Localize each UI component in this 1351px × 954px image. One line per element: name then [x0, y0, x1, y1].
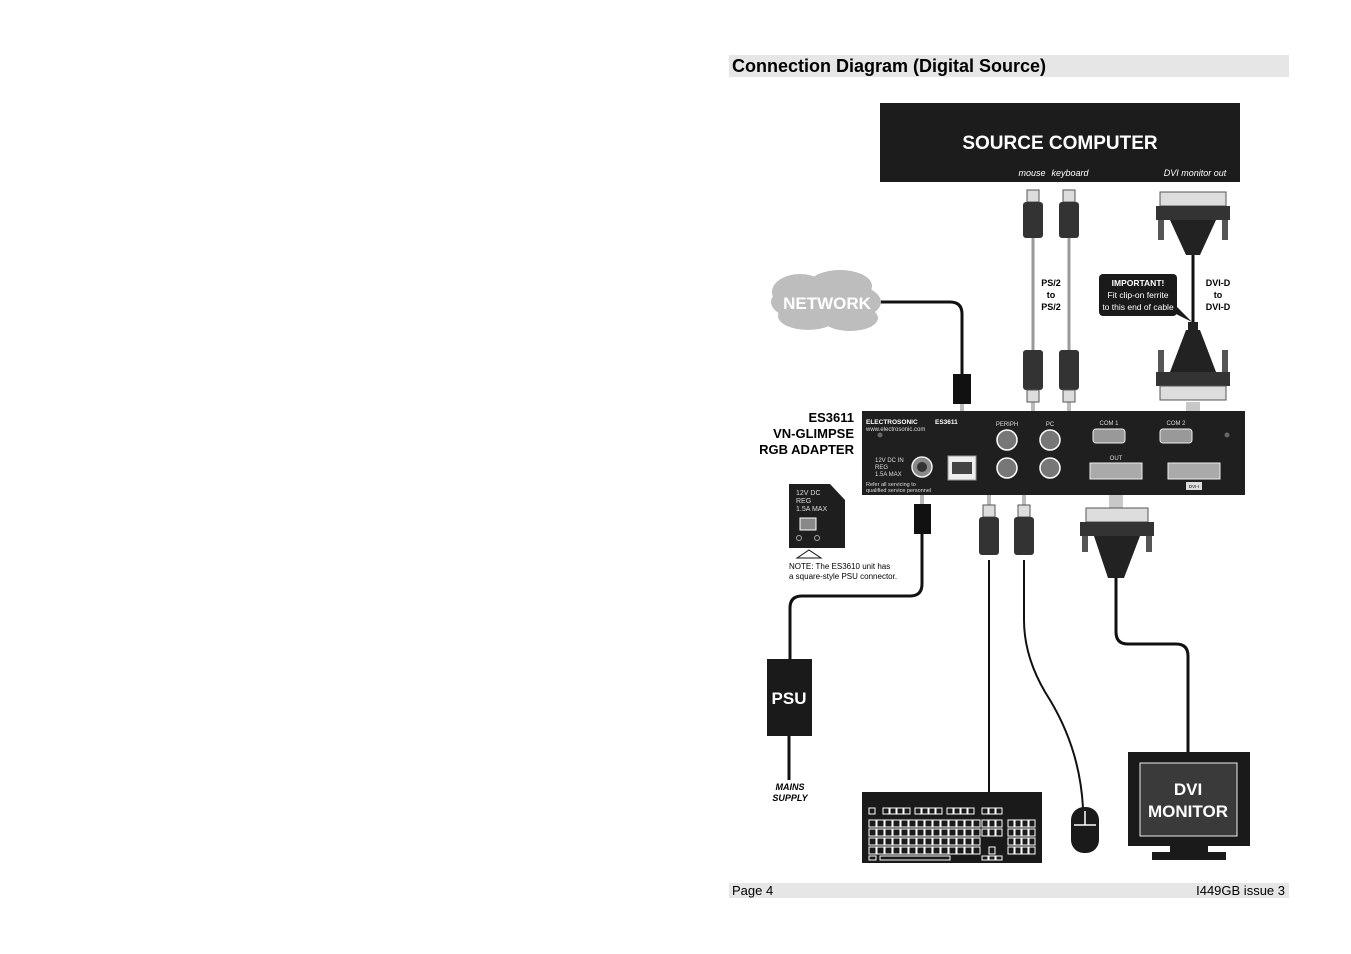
ps2-plug-keyboard-top	[1059, 189, 1079, 238]
svg-text:PS/2: PS/2	[1041, 302, 1061, 312]
svg-text:1.5A MAX: 1.5A MAX	[875, 472, 902, 478]
svg-text:DVI: DVI	[1174, 780, 1202, 799]
source-computer: SOURCE COMPUTER mouse keyboard DVI monit…	[880, 103, 1240, 182]
psu-box: PSU	[767, 659, 812, 736]
svg-text:qualified service personnel: qualified service personnel	[866, 488, 931, 494]
source-computer-title: SOURCE COMPUTER	[962, 133, 1158, 154]
psu-plug	[914, 504, 931, 534]
monitor-cable	[1114, 578, 1190, 752]
adapter-model: ES3611	[935, 419, 958, 426]
svg-text:to: to	[1047, 290, 1056, 300]
page-number: Page 4	[732, 883, 774, 898]
dvi-monitor: DVI MONITOR	[1128, 752, 1250, 860]
psu-label: PSU	[772, 689, 807, 708]
psu-cable	[788, 530, 924, 660]
svg-text:REG: REG	[875, 465, 888, 471]
ps2-plug-mouse-bottom	[1023, 350, 1043, 403]
network-label: NETWORK	[783, 294, 872, 313]
psu-inset: 12V DC REG 1.5A MAX	[789, 484, 845, 559]
port-keyboard-label: keyboard	[1051, 168, 1089, 178]
adapter-brand: ELECTROSONIC	[866, 419, 918, 426]
adapter-label: ES3611 VN-GLIMPSE RGB ADAPTER	[759, 410, 854, 457]
document-issue: I449GB issue 3	[1196, 883, 1285, 898]
port-mouse-label: mouse	[1018, 168, 1045, 178]
periph-port-bottom	[996, 457, 1018, 479]
network-plug	[953, 374, 971, 404]
dvi-cable-label: DVI-D to DVI-D	[1206, 278, 1231, 312]
keyboard-icon	[862, 792, 1042, 863]
svg-text:12V DC IN: 12V DC IN	[875, 458, 904, 464]
svg-text:NOTE: The ES3610 unit has: NOTE: The ES3610 unit has	[789, 562, 890, 571]
monitor-dvi-plug	[1080, 507, 1154, 578]
mains-supply-label: MAINS SUPPLY	[772, 782, 808, 803]
port-dvi-label: DVI monitor out	[1164, 168, 1227, 178]
svg-text:MONITOR: MONITOR	[1148, 802, 1228, 821]
svg-text:RGB ADAPTER: RGB ADAPTER	[759, 442, 854, 457]
svg-text:1.5A MAX: 1.5A MAX	[796, 506, 827, 513]
svg-text:DVI-D: DVI-D	[1206, 278, 1231, 288]
adapter-unit: ELECTROSONIC ES3611 www.electrosonic.com…	[862, 411, 1245, 495]
svg-text:12V DC: 12V DC	[796, 490, 821, 497]
svg-text:Refer all servicing to: Refer all servicing to	[866, 482, 916, 488]
important-callout: IMPORTANT! Fit clip-on ferrite to this e…	[1099, 274, 1192, 322]
svg-text:PS/2: PS/2	[1041, 278, 1061, 288]
svg-text:COM 2: COM 2	[1166, 421, 1186, 427]
keyboard-plug	[979, 504, 999, 555]
footer-bar: Page 4 I449GB issue 3	[729, 883, 1289, 898]
pc-port-bottom	[1039, 457, 1061, 479]
dvi-badge: DVI-I	[1189, 484, 1199, 489]
network-cable	[862, 300, 964, 378]
page-heading: Connection Diagram (Digital Source)	[732, 56, 1047, 76]
svg-text:SUPPLY: SUPPLY	[772, 793, 808, 803]
svg-text:VN-GLIMPSE: VN-GLIMPSE	[773, 426, 854, 441]
dvi-i-port	[1167, 462, 1221, 480]
dvi-plug-middle	[1156, 330, 1230, 401]
heading-bar: Connection Diagram (Digital Source)	[729, 55, 1289, 77]
svg-text:to this end of cable: to this end of cable	[1102, 302, 1174, 312]
mouse-plug	[1014, 504, 1034, 555]
svg-text:to: to	[1214, 290, 1223, 300]
com2-port	[1159, 428, 1193, 444]
adapter-website: www.electrosonic.com	[865, 427, 925, 433]
svg-text:OUT: OUT	[1110, 456, 1123, 462]
mouse-icon	[1071, 807, 1099, 853]
com1-port	[1092, 428, 1126, 444]
pc-port-top	[1039, 429, 1061, 451]
svg-text:DVI-D: DVI-D	[1206, 302, 1231, 312]
svg-text:REG: REG	[796, 498, 811, 505]
svg-text:PC: PC	[1046, 422, 1055, 428]
out-dvi-port	[1089, 462, 1143, 480]
mouse-cable	[1023, 560, 1084, 809]
svg-text:ES3611: ES3611	[808, 410, 854, 425]
svg-text:COM 1: COM 1	[1099, 421, 1119, 427]
dvi-plug-top	[1156, 191, 1230, 255]
svg-text:a square-style PSU connector.: a square-style PSU connector.	[789, 572, 897, 581]
periph-port-top	[996, 429, 1018, 451]
svg-text:IMPORTANT!: IMPORTANT!	[1112, 278, 1165, 288]
ps2-plug-keyboard-bottom	[1059, 350, 1079, 403]
svg-text:MAINS: MAINS	[776, 782, 805, 792]
svg-text:PERIPH: PERIPH	[996, 422, 1018, 428]
svg-text:Fit clip-on ferrite: Fit clip-on ferrite	[1108, 290, 1169, 300]
ps2-plug-mouse-top	[1023, 189, 1043, 238]
network-cloud: NETWORK	[771, 270, 881, 331]
psu-note: NOTE: The ES3610 unit has a square-style…	[789, 562, 897, 581]
ps2-cable-label: PS/2 to PS/2	[1041, 278, 1061, 312]
